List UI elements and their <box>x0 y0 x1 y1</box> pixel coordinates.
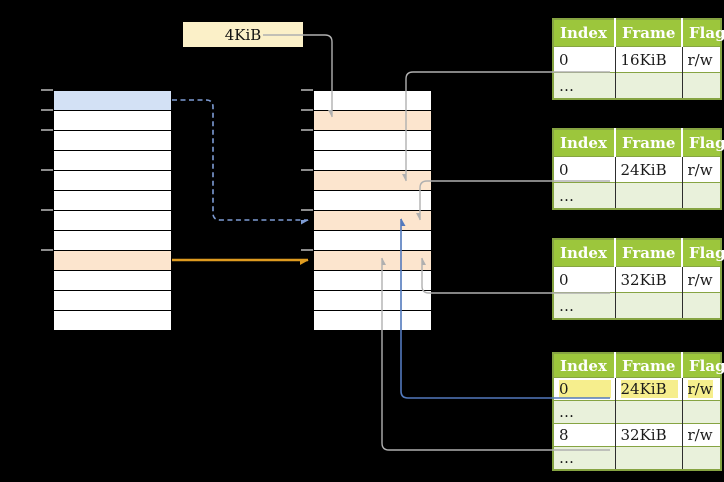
page-table-16kib: IndexFrameFlags 0 16KiB r/w … <box>552 18 724 100</box>
column-header: Index <box>553 353 615 378</box>
cell-value: … <box>559 76 574 95</box>
column-header: Flags <box>681 19 724 47</box>
column-header: Frame <box>614 353 682 378</box>
address-tick <box>301 89 313 91</box>
cell-value: r/w <box>687 160 713 179</box>
memory-row <box>314 211 431 231</box>
column-header: Frame <box>614 19 682 47</box>
table-row: … <box>553 446 721 470</box>
virtual-address-space-column <box>53 90 172 331</box>
memory-row <box>54 291 171 311</box>
column-header: Flags <box>681 129 724 157</box>
memory-row <box>54 91 171 111</box>
cell-value: 24KiB <box>620 160 667 179</box>
table-row: … <box>553 400 721 424</box>
mapped-address-space-column <box>313 90 432 331</box>
memory-row <box>314 91 431 111</box>
table-row: 0 32KiB r/w <box>553 266 721 293</box>
memory-row <box>314 151 431 171</box>
memory-row <box>314 291 431 311</box>
column-header: Frame <box>614 239 682 267</box>
table-row: 0 16KiB r/w <box>553 46 721 73</box>
cell-value: … <box>559 403 574 421</box>
column-header: Flags <box>681 353 724 378</box>
memory-row <box>54 111 171 131</box>
address-tick <box>301 249 313 251</box>
cell-value: 0 <box>559 270 569 289</box>
memory-row <box>314 171 431 191</box>
column-header: Index <box>553 19 615 47</box>
column-header: Frame <box>614 129 682 157</box>
memory-row <box>314 131 431 151</box>
cell-value: 0 <box>559 380 611 398</box>
cell-value: 0 <box>559 160 569 179</box>
memory-row <box>54 171 171 191</box>
memory-row <box>54 311 171 330</box>
address-tick <box>301 109 313 111</box>
address-tick <box>41 129 53 131</box>
arrow-blue-dashed-mapping <box>172 99 308 220</box>
cell-value: 8 <box>559 426 569 444</box>
address-tick <box>301 209 313 211</box>
column-header: Flags <box>681 239 724 267</box>
column-header: Index <box>553 129 615 157</box>
table-row: … <box>553 72 721 99</box>
memory-row <box>314 271 431 291</box>
address-tick <box>301 129 313 131</box>
cell-value: 32KiB <box>620 270 667 289</box>
cell-value: 0 <box>559 50 569 69</box>
memory-row <box>314 311 431 330</box>
table-row: … <box>553 182 721 209</box>
cell-value: … <box>559 449 574 467</box>
cell-value: r/w <box>687 380 713 398</box>
memory-row <box>54 191 171 211</box>
memory-row <box>314 111 431 131</box>
table-row: 0 24KiB r/w <box>553 377 721 401</box>
page-size-label: 4KiB <box>183 22 303 47</box>
memory-row <box>54 231 171 251</box>
memory-row <box>314 231 431 251</box>
memory-row <box>54 151 171 171</box>
page-table-highlighted: IndexFrameFlags 0 24KiB r/w … 8 32KiB r/w … <box>552 352 724 471</box>
address-tick <box>41 169 53 171</box>
address-tick <box>41 209 53 211</box>
cell-value: … <box>559 296 574 315</box>
table-row: 8 32KiB r/w <box>553 423 721 447</box>
memory-row <box>54 211 171 231</box>
memory-row <box>314 251 431 271</box>
page-table-32kib: IndexFrameFlags 0 32KiB r/w … <box>552 238 724 320</box>
cell-value: 16KiB <box>620 50 667 69</box>
address-tick <box>301 169 313 171</box>
cell-value: 24KiB <box>620 380 678 398</box>
address-tick <box>41 249 53 251</box>
memory-row <box>54 271 171 291</box>
cell-value: r/w <box>687 270 713 289</box>
address-tick <box>41 89 53 91</box>
memory-row <box>314 191 431 211</box>
cell-value: … <box>559 186 574 205</box>
page-table-24kib: IndexFrameFlags 0 24KiB r/w … <box>552 128 724 210</box>
cell-value: r/w <box>687 426 713 444</box>
table-row: 0 24KiB r/w <box>553 156 721 183</box>
memory-row <box>54 251 171 271</box>
cell-value: 32KiB <box>620 426 667 444</box>
column-header: Index <box>553 239 615 267</box>
memory-row <box>54 131 171 151</box>
address-tick <box>41 109 53 111</box>
cell-value: r/w <box>687 50 713 69</box>
table-row: … <box>553 292 721 319</box>
